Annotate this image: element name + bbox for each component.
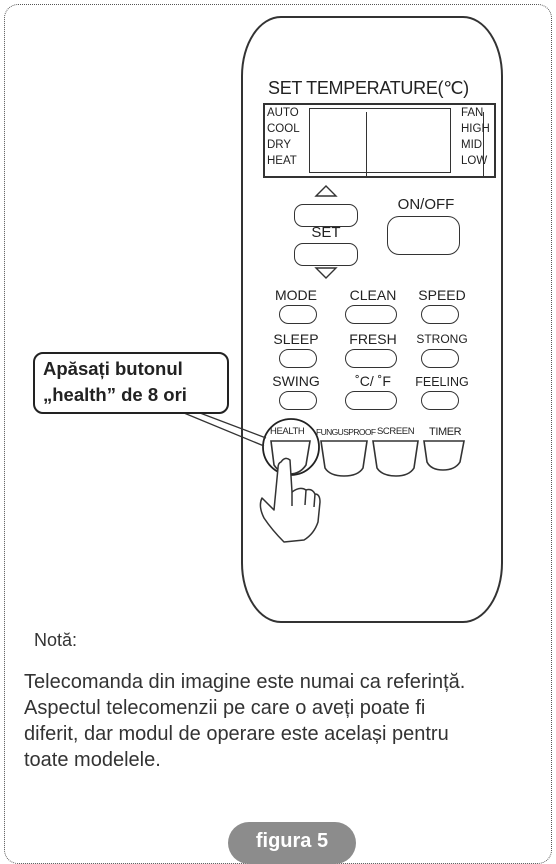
sleep-button-label: SLEEP xyxy=(273,331,319,347)
note-line: diferit, dar modul de operare este acela… xyxy=(24,723,449,745)
callout-line-1: Apăsați butonul xyxy=(43,358,183,379)
callout-leader-line xyxy=(199,412,267,439)
swing-button-label: SWING xyxy=(272,373,320,389)
set-temperature-label: SET TEMPERATURE(℃) xyxy=(268,78,469,98)
callout-leader-line-2 xyxy=(183,412,265,447)
feeling-button-label: FEELING xyxy=(415,375,469,389)
fan-high-label: HIGH xyxy=(461,123,490,135)
swing-button[interactable] xyxy=(279,391,317,410)
mode-cool-label: COOL xyxy=(267,123,300,135)
temp-unit-button[interactable] xyxy=(345,391,397,410)
set-label: SET xyxy=(311,224,341,241)
mode-button[interactable] xyxy=(279,305,317,324)
note-body: Telecomanda din imagine este numai ca re… xyxy=(24,669,544,773)
callout-box xyxy=(33,352,229,414)
note-line: Telecomanda din imagine este numai ca re… xyxy=(24,671,466,693)
mode-button-label: MODE xyxy=(275,287,317,303)
feeling-button[interactable] xyxy=(421,391,459,410)
mode-dry-label: DRY xyxy=(267,139,292,151)
clean-button[interactable] xyxy=(345,305,397,324)
sleep-button[interactable] xyxy=(279,349,317,368)
screen-button-label: SCREEN xyxy=(377,426,415,437)
strong-button[interactable] xyxy=(421,349,459,368)
note-title: Notă: xyxy=(34,630,78,650)
callout-line-2: „health” de 8 ori xyxy=(43,384,187,405)
speed-button-label: SPEED xyxy=(418,287,466,303)
up-arrow-icon xyxy=(314,185,338,197)
temp-down-button[interactable] xyxy=(294,243,358,266)
down-arrow-icon xyxy=(314,267,338,279)
screen-button[interactable] xyxy=(372,440,419,477)
fan-low-label: LOW xyxy=(461,155,488,167)
fresh-button-label: FRESH xyxy=(349,331,397,347)
health-button-label: HEALTH xyxy=(270,426,305,437)
lcd-screen xyxy=(366,112,484,177)
fan-label: FAN xyxy=(461,107,484,119)
fungusproof-button[interactable] xyxy=(320,440,368,477)
temp-up-button[interactable] xyxy=(294,204,358,227)
fan-mid-label: MID xyxy=(461,139,483,151)
strong-button-label: STRONG xyxy=(416,332,468,346)
onoff-button[interactable] xyxy=(387,216,460,255)
fresh-button[interactable] xyxy=(345,349,397,368)
pointing-hand-icon xyxy=(259,457,321,543)
fungusproof-button-label: FUNGUSPROOF xyxy=(316,427,376,437)
timer-button-label: TIMER xyxy=(429,426,462,438)
note-line: toate modelele. xyxy=(24,749,161,771)
speed-button[interactable] xyxy=(421,305,459,324)
diagram-overlay xyxy=(183,185,465,543)
figure-label-badge: figura 5 xyxy=(228,822,356,864)
temp-unit-button-label: ˚C/ ˚F xyxy=(355,373,391,389)
lcd-display: AUTO COOL DRY HEAT FAN HIGH MID LOW xyxy=(263,103,496,178)
onoff-label: ON/OFF xyxy=(397,196,455,213)
lcd-frame xyxy=(309,108,484,177)
mode-auto-label: AUTO xyxy=(267,107,299,119)
timer-button[interactable] xyxy=(423,440,465,471)
note-line: Aspectul telecomenzii pe care o aveți po… xyxy=(24,697,426,719)
clean-button-label: CLEAN xyxy=(349,287,397,303)
mode-heat-label: HEAT xyxy=(267,155,297,167)
